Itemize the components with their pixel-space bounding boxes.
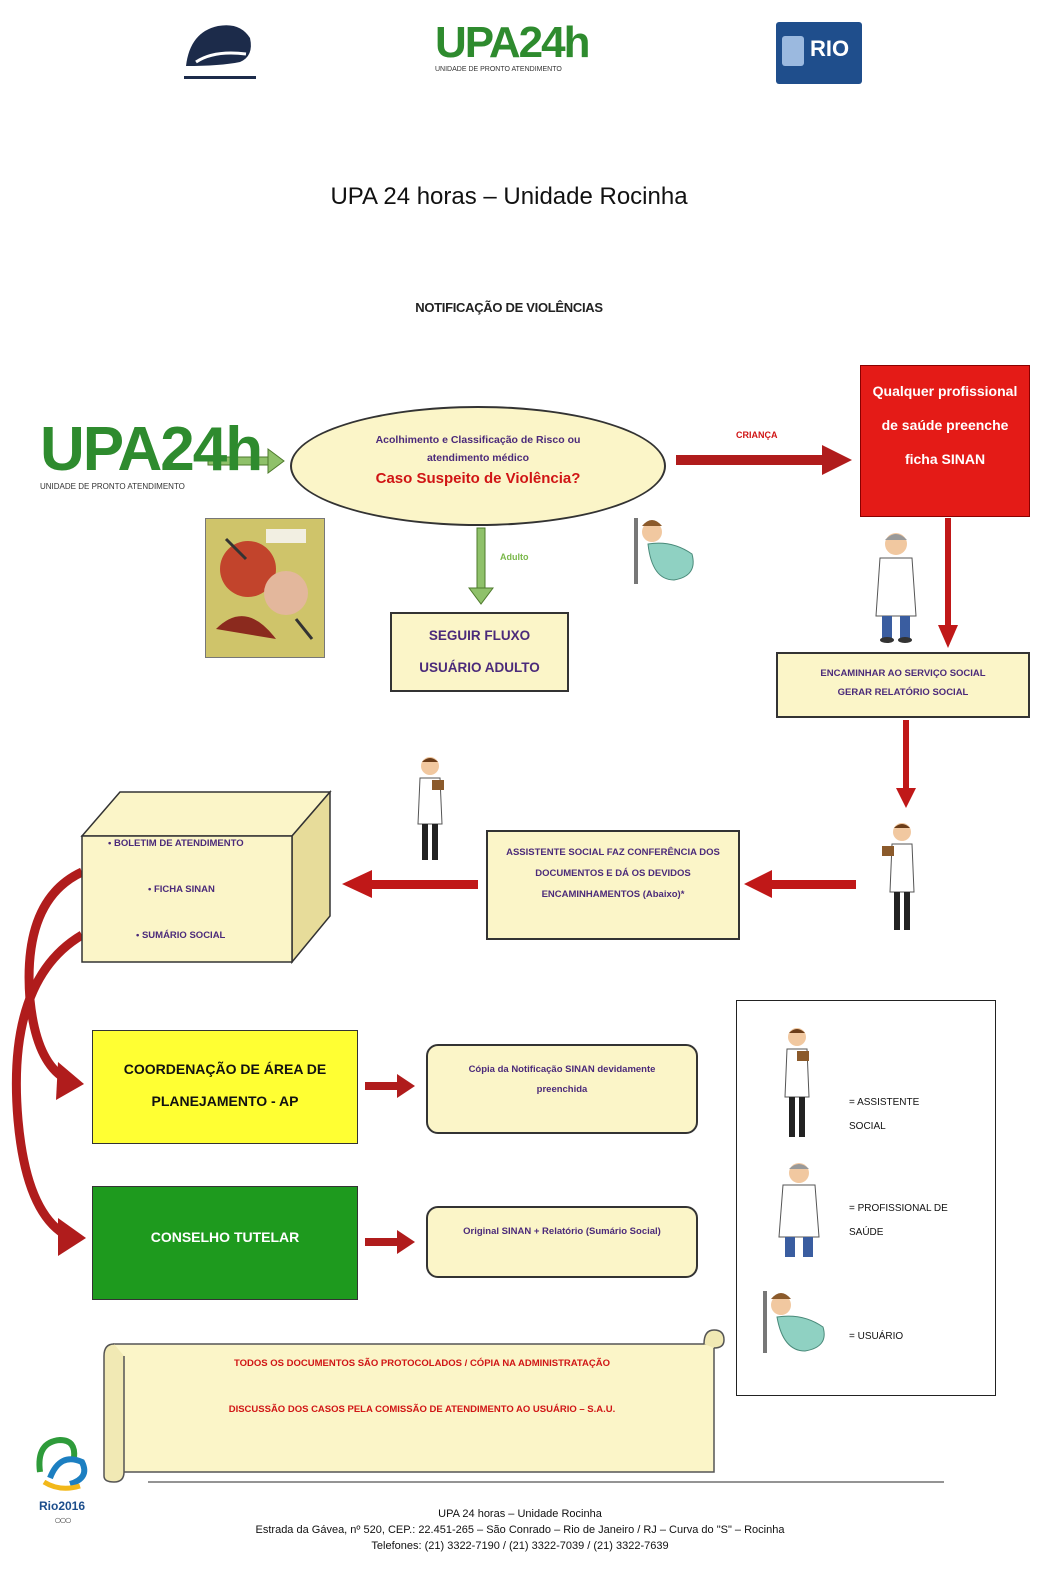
scroll-line1: TODOS OS DOCUMENTOS SÃO PROTOCOLADOS / C… [234,1358,610,1369]
health-professional-figure-icon [866,528,926,646]
ellipse-line1: Acolhimento e Classificação de Risco ou [375,434,581,446]
flow-upa-logo-text: UPA24h [40,415,263,484]
ellipse-question: Caso Suspeito de Violência? [375,470,581,487]
triage-ellipse: Acolhimento e Classificação de Risco ou … [290,406,666,526]
flow-upa-logo-sub: UNIDADE DE PRONTO ATENDIMENTO [40,482,185,491]
page-title: UPA 24 horas – Unidade Rocinha [330,183,688,210]
red-arrow-left-1 [744,870,856,898]
legend-item-usuario: = USUÁRIO [849,1331,904,1342]
patient-figure-icon [628,510,698,590]
green-arrow-right [207,448,285,474]
documents-cube [80,789,332,965]
footer-line3: Telefones: (21) 3322-7190 / (21) 3322-70… [371,1540,669,1552]
olympic-logo: Rio2016 ○○○ [30,1432,94,1532]
ellipse-line2: atendimento médico [426,452,530,464]
curved-arrow-to-conselho [11,931,86,1256]
conselho-tutelar-box: CONSELHO TUTELAR [92,1186,358,1300]
header-logo-upa-text: UPA24h [435,18,590,67]
legend-box: = ASSISTENTE SOCIAL = PROFISSIONAL DE SA… [736,1000,996,1396]
sinan-red-box-text: Qualquer profissional de saúde preenche … [872,383,1018,467]
legend-social-worker-icon [777,1025,817,1143]
conselho-note-text: Original SINAN + Relatório (Sumário Soci… [463,1226,661,1237]
header-logo-rio: RIO [776,22,862,84]
red-arrow-left-2 [342,870,478,898]
coordenacao-note-text: Cópia da Notificação SINAN devidamente p… [468,1064,656,1095]
coordenacao-box: COORDENAÇÃO DE ÁREA DE PLANEJAMENTO - AP [92,1030,358,1144]
scroll-banner [103,1329,725,1483]
red-arrow-conselho-note [365,1230,415,1254]
legend-item-assistente: = ASSISTENTE SOCIAL [849,1097,920,1132]
footer-line2: Estrada da Gávea, nº 520, CEP.: 22.451-2… [255,1524,785,1536]
red-arrow-down-2 [896,720,916,808]
footer-line1: UPA 24 horas – Unidade Rocinha [438,1508,602,1520]
footer-address: UPA 24 horas – Unidade Rocinha Estrada d… [100,1506,940,1554]
coordenacao-box-text: COORDENAÇÃO DE ÁREA DE PLANEJAMENTO - AP [123,1061,327,1109]
header-logo-rio-text: RIO [810,36,850,61]
sinan-red-box: Qualquer profissional de saúde preenche … [860,365,1030,517]
rio-crest-icon [782,36,804,66]
flow-upa-logo: UPA24h UNIDADE DE PRONTO ATENDIMENTO [40,418,263,502]
legend-health-professional-icon [769,1159,829,1263]
assistente-social-box: ASSISTENTE SOCIAL FAZ CONFERÊNCIA DOS DO… [486,830,740,940]
scroll-line2: DISCUSSÃO DOS CASOS PELA COMISSÃO DE ATE… [228,1404,616,1415]
encaminhar-line1: ENCAMINHAR AO SERVIÇO SOCIAL [820,668,986,679]
cube-item-ficha: • FICHA SINAN [148,884,215,895]
conselho-note: Original SINAN + Relatório (Sumário Soci… [426,1206,698,1278]
olympic-rings-icon: ○○○ [54,1513,72,1527]
adult-flow-box-text: SEGUIR FLUXO USUÁRIO ADULTO [419,628,540,675]
header-logo-left [180,18,260,88]
social-worker-figure-icon [410,754,450,866]
encaminhar-line2: GERAR RELATÓRIO SOCIAL [837,687,969,698]
legend-patient-icon [757,1285,829,1361]
encaminhar-box: ENCAMINHAR AO SERVIÇO SOCIAL GERAR RELAT… [776,652,1030,718]
conselho-tutelar-box-text: CONSELHO TUTELAR [150,1229,300,1245]
coordenacao-note: Cópia da Notificação SINAN devidamente p… [426,1044,698,1134]
green-arrow-down [468,527,494,605]
olympic-logo-text: Rio2016 [38,1499,86,1513]
cube-item-boletim: • BOLETIM DE ATENDIMENTO [108,838,244,849]
label-crianca: CRIANÇA [736,430,778,440]
red-arrow-down-1 [938,518,958,648]
adult-flow-box: SEGUIR FLUXO USUÁRIO ADULTO [390,612,569,692]
cube-item-sumario: • SUMÁRIO SOCIAL [136,930,226,941]
social-worker-figure-icon-2 [878,820,922,938]
header-logo-upa-sub: UNIDADE DE PRONTO ATENDIMENTO [435,66,562,73]
header-logo-upa24h: UPA24h UNIDADE DE PRONTO ATENDIMENTO [435,18,590,86]
red-arrow-coord-note [365,1074,415,1098]
label-adulto: Adulto [500,552,529,562]
legend-item-profissional: = PROFISSIONAL DE SAÚDE [849,1203,948,1238]
page-subtitle: NOTIFICAÇÃO DE VIOLÊNCIAS [415,300,603,315]
assistente-social-box-text: ASSISTENTE SOCIAL FAZ CONFERÊNCIA DOS DO… [506,847,720,900]
red-arrow-crianca [676,445,852,475]
violence-cartoon-image [205,518,325,658]
